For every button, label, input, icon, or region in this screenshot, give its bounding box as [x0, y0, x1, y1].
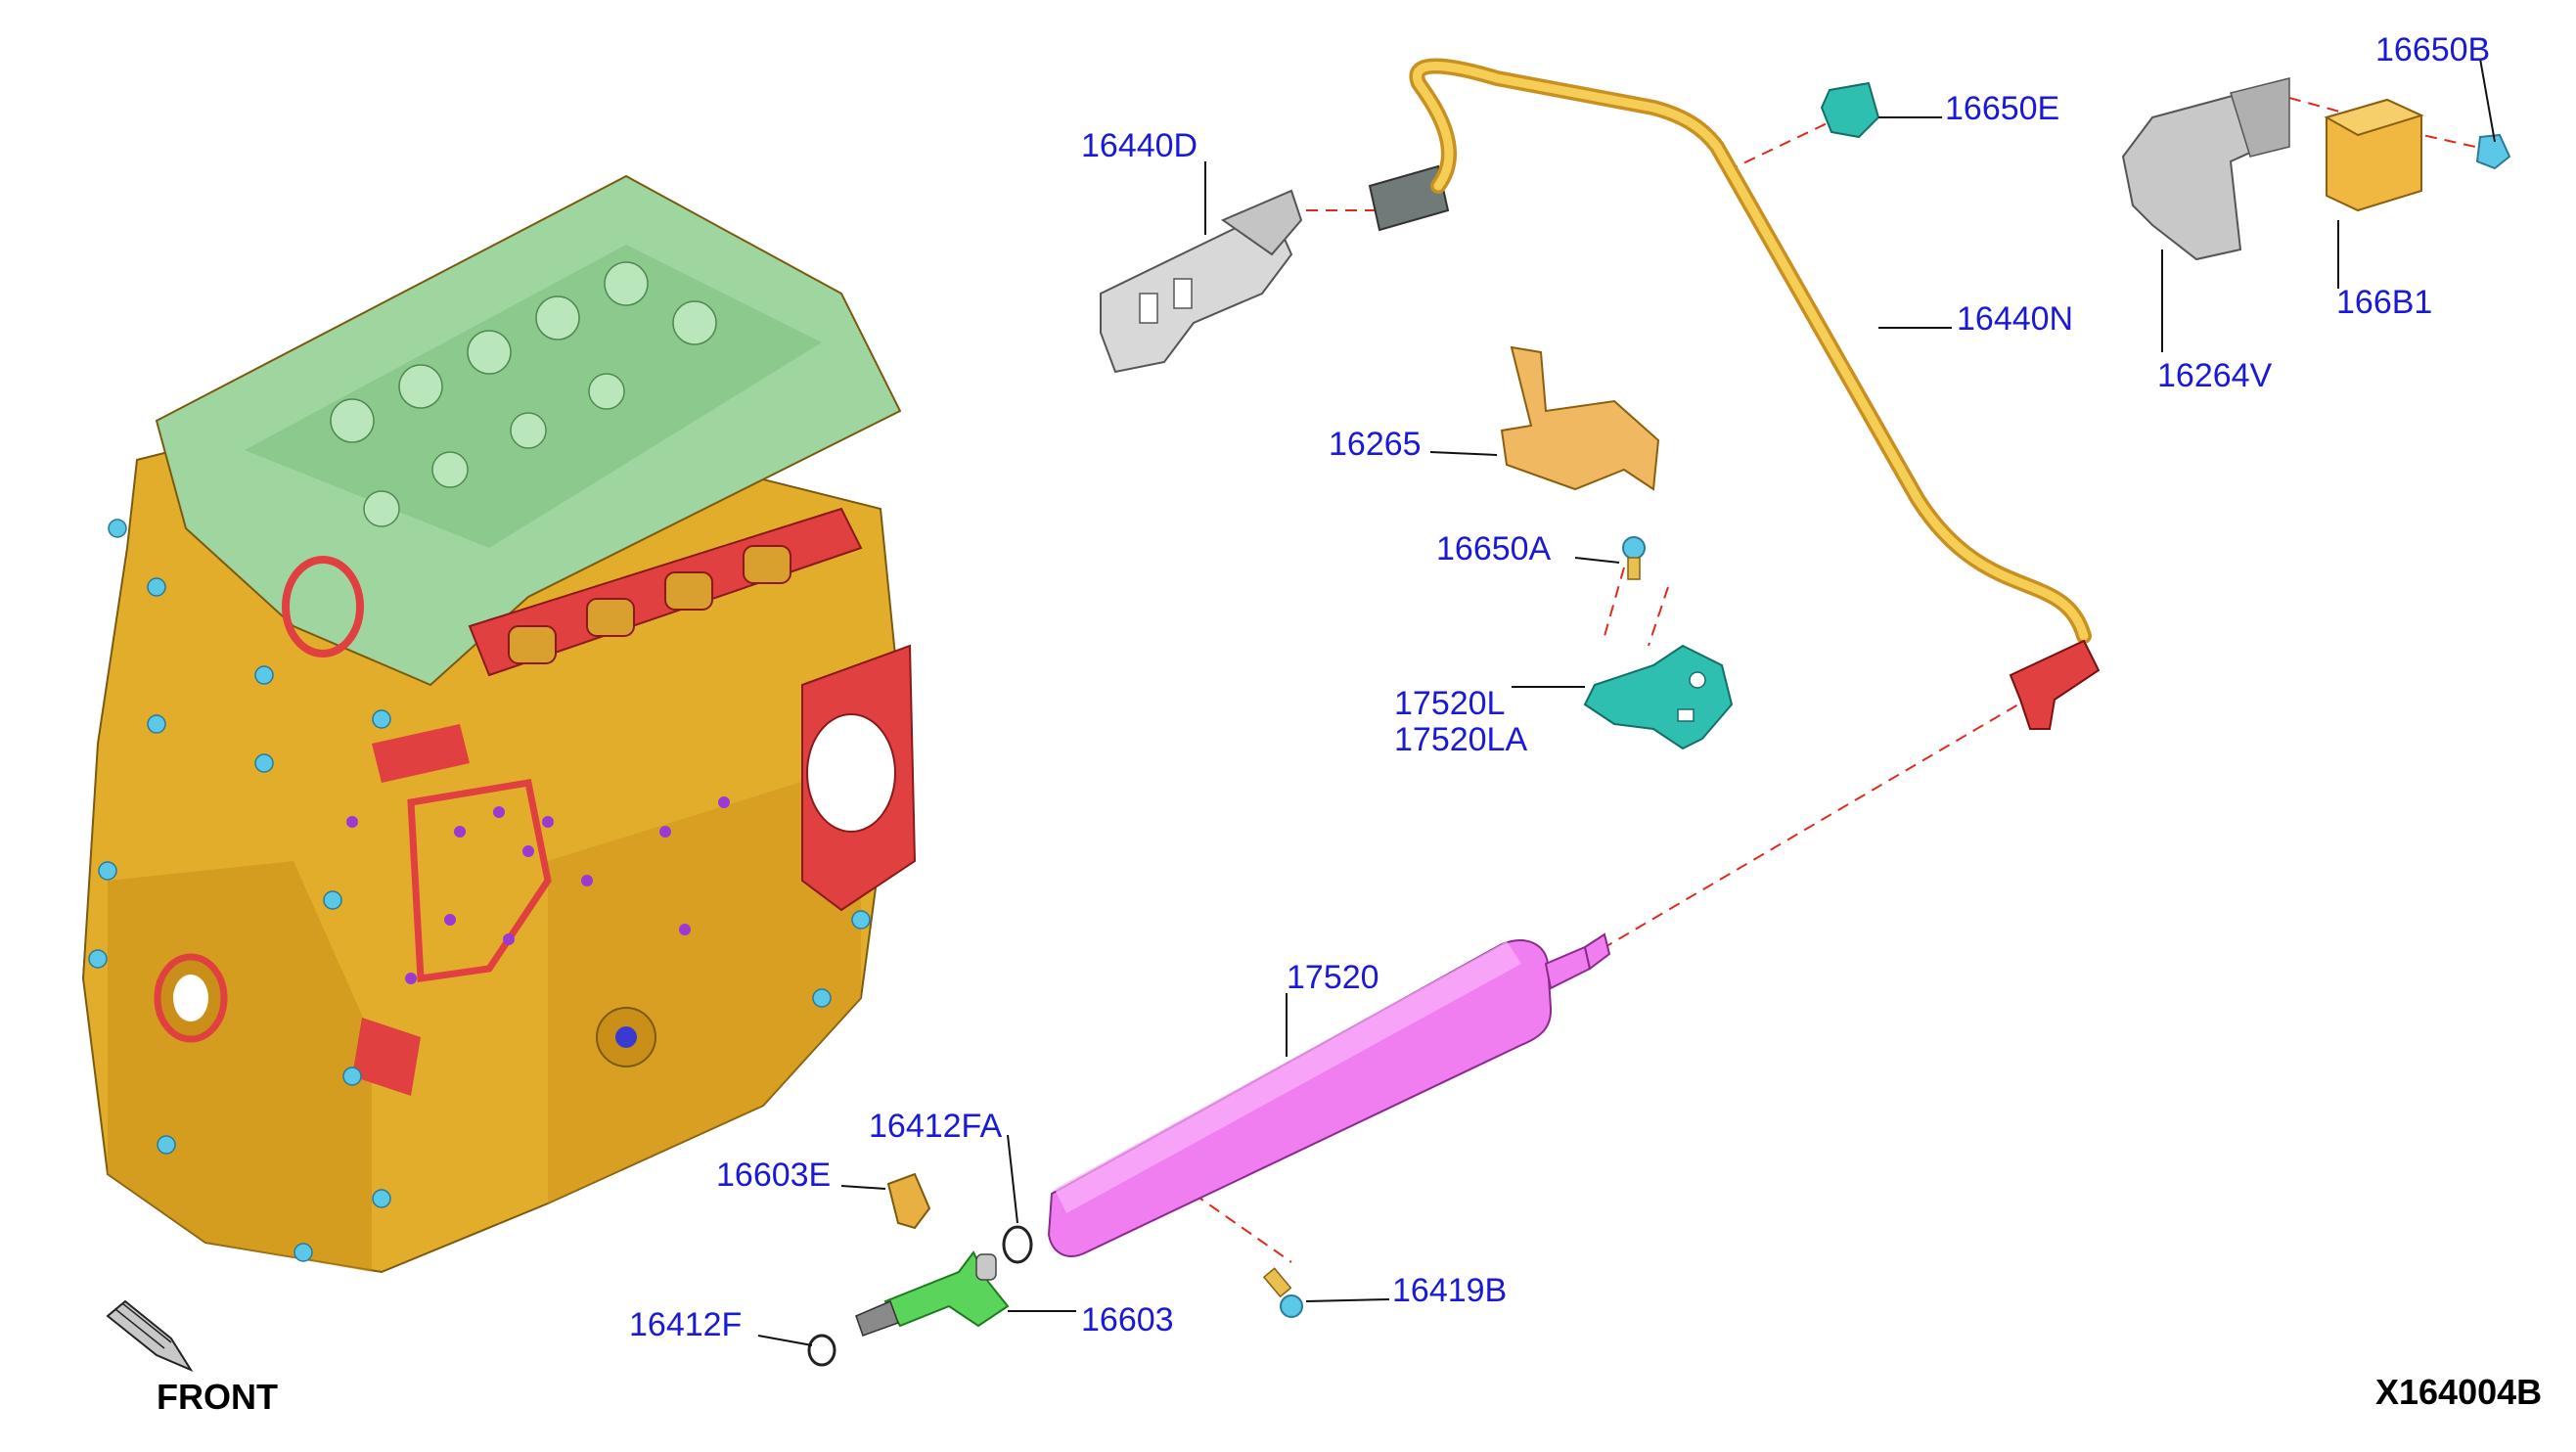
part-17520L-clip: [1583, 644, 1734, 750]
label-17520LA[interactable]: 17520LA: [1394, 721, 1527, 758]
part-16650E-clip: [1820, 81, 1880, 139]
part-16650B-clip: [2475, 133, 2511, 170]
part-16603E-clip: [886, 1172, 931, 1230]
hose-end-connector: [1368, 164, 1450, 232]
label-16412FA[interactable]: 16412FA: [869, 1108, 1002, 1145]
part-16419B-bolt: [1262, 1267, 1303, 1318]
drawing-id: X164004B: [2375, 1372, 2542, 1412]
part-16440D-bracket: [1100, 189, 1303, 374]
label-16265[interactable]: 16265: [1329, 426, 1422, 463]
part-166B1-module: [2324, 98, 2424, 212]
part-17520-fuel-rail: [1047, 932, 1611, 1257]
label-16650B[interactable]: 16650B: [2375, 31, 2490, 68]
engine-assembly: [81, 174, 917, 1274]
label-17520L[interactable]: 17520L: [1394, 685, 1505, 722]
part-16650A-bolt: [1622, 536, 1646, 580]
label-16440D[interactable]: 16440D: [1081, 127, 1198, 164]
label-16440N[interactable]: 16440N: [1957, 300, 2073, 338]
label-166B1[interactable]: 166B1: [2336, 284, 2432, 321]
part-16412FA-o-ring: [1002, 1225, 1033, 1264]
red-quick-connector: [2009, 639, 2101, 730]
label-16419B[interactable]: 16419B: [1392, 1272, 1507, 1309]
part-16265-bracket: [1500, 345, 1660, 491]
part-16603-injector: [855, 1250, 1010, 1337]
label-17520[interactable]: 17520: [1287, 959, 1379, 996]
front-label: FRONT: [157, 1377, 278, 1417]
leader-lines: [757, 58, 2496, 1346]
part-16412F-o-ring: [807, 1334, 836, 1367]
label-16603E[interactable]: 16603E: [716, 1157, 831, 1194]
label-16650E[interactable]: 16650E: [1945, 90, 2059, 127]
label-16264V[interactable]: 16264V: [2157, 357, 2273, 394]
label-16650A[interactable]: 16650A: [1436, 530, 1552, 567]
part-16264V-bracket: [2121, 77, 2290, 261]
label-16603[interactable]: 16603: [1081, 1301, 1174, 1339]
part-labels: 16440D 16650E 16650B 16440N 166B1 16264V…: [629, 31, 2490, 1343]
label-16412F[interactable]: 16412F: [629, 1306, 742, 1343]
front-arrow-icon: [106, 1299, 194, 1373]
